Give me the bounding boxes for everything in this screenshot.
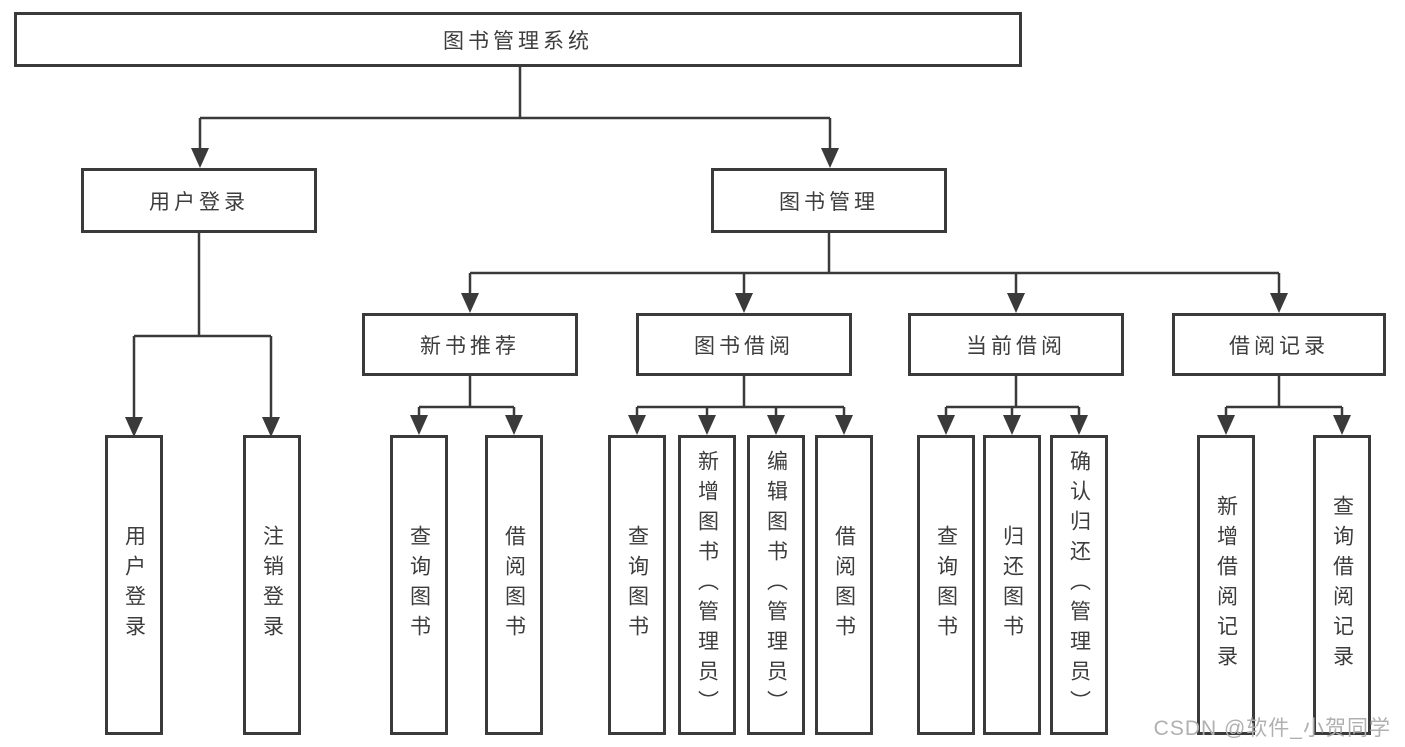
leaf-login-logout: 注销登录 (243, 435, 301, 735)
leaf-current-confirm-return-admin-label: 确认归还（管理员） (1067, 450, 1091, 720)
leaf-records-add-record: 新增借阅记录 (1197, 435, 1255, 735)
node-borrow-records-label: 借阅记录 (1229, 334, 1329, 358)
leaf-recommend-query-books: 查询图书 (390, 435, 448, 735)
node-current-borrow-label: 当前借阅 (966, 334, 1066, 358)
node-root-label: 图书管理系统 (443, 29, 593, 53)
leaf-current-return-books-label: 归还图书 (1000, 525, 1024, 645)
leaf-records-query-record-label: 查询借阅记录 (1330, 495, 1354, 675)
connector-lines (132, 67, 1344, 419)
leaf-borrow-query-books: 查询图书 (608, 435, 666, 735)
node-current-borrow: 当前借阅 (908, 313, 1124, 376)
leaf-recommend-borrow-books-label: 借阅图书 (502, 525, 526, 645)
leaf-records-query-record: 查询借阅记录 (1313, 435, 1371, 735)
leaf-recommend-borrow-books: 借阅图书 (485, 435, 543, 735)
leaf-records-add-record-label: 新增借阅记录 (1214, 495, 1238, 675)
leaf-login-user-login-label: 用户登录 (122, 525, 146, 645)
leaf-borrow-query-books-label: 查询图书 (625, 525, 649, 645)
node-borrow-records: 借阅记录 (1172, 313, 1386, 376)
leaf-borrow-edit-books-admin-label: 编辑图书（管理员） (764, 450, 788, 720)
leaf-current-query-books-label: 查询图书 (934, 525, 958, 645)
leaf-borrow-add-books-admin: 新增图书（管理员） (678, 435, 736, 735)
node-root: 图书管理系统 (14, 12, 1022, 67)
leaf-current-return-books: 归还图书 (983, 435, 1041, 735)
leaf-current-confirm-return-admin: 确认归还（管理员） (1050, 435, 1108, 735)
leaf-borrow-add-books-admin-label: 新增图书（管理员） (695, 450, 719, 720)
node-book-management: 图书管理 (711, 168, 947, 233)
node-user-login: 用户登录 (81, 168, 317, 233)
leaf-current-query-books: 查询图书 (917, 435, 975, 735)
leaf-recommend-query-books-label: 查询图书 (407, 525, 431, 645)
leaf-login-logout-label: 注销登录 (260, 525, 284, 645)
leaf-borrow-borrow-books: 借阅图书 (815, 435, 873, 735)
leaf-borrow-borrow-books-label: 借阅图书 (832, 525, 856, 645)
node-new-book-recommend-label: 新书推荐 (420, 334, 520, 358)
node-user-login-label: 用户登录 (149, 190, 249, 214)
node-book-management-label: 图书管理 (779, 190, 879, 214)
node-new-book-recommend: 新书推荐 (362, 313, 578, 376)
node-book-borrow-label: 图书借阅 (694, 334, 794, 358)
node-book-borrow: 图书借阅 (636, 313, 852, 376)
leaf-login-user-login: 用户登录 (105, 435, 163, 735)
leaf-borrow-edit-books-admin: 编辑图书（管理员） (747, 435, 805, 735)
arrowhead-icons (125, 148, 1351, 437)
